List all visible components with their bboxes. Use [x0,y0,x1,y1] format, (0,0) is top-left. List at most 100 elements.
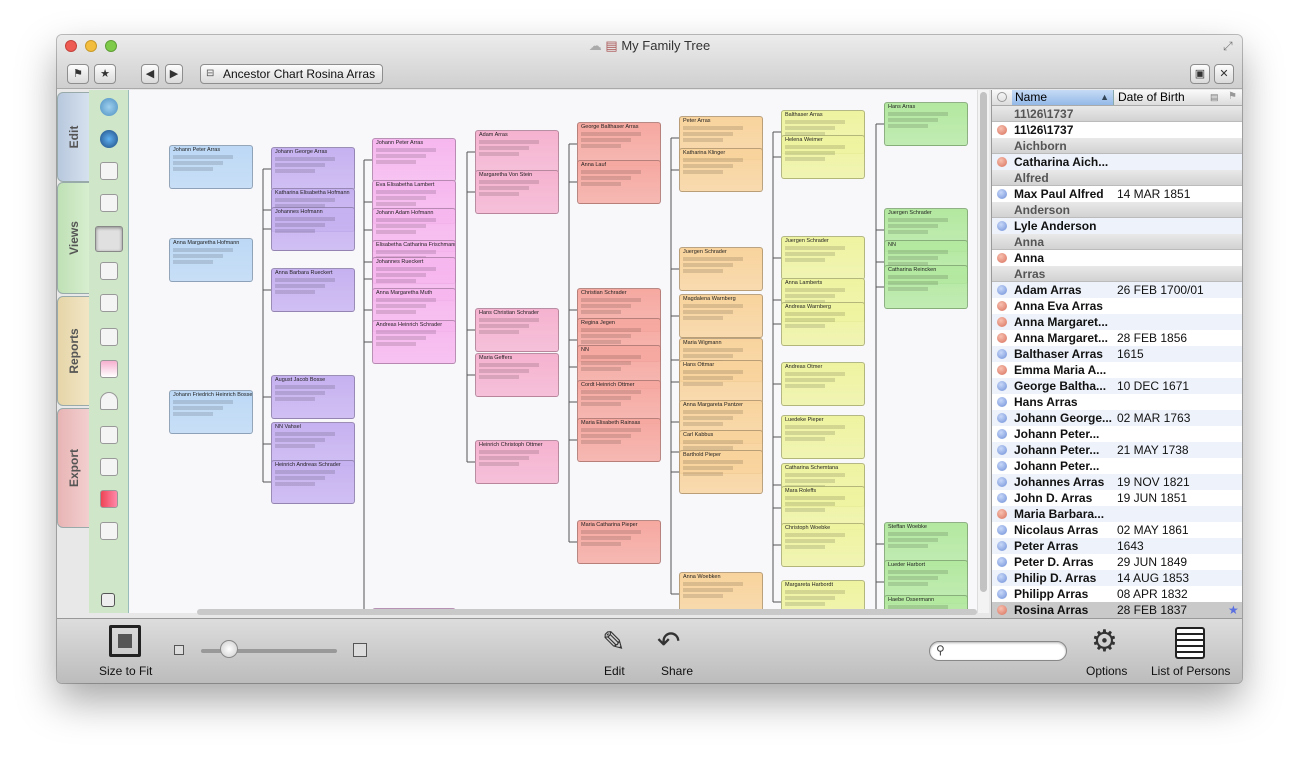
person-box[interactable]: Margareta Harbordt [781,580,865,613]
person-box[interactable]: Hans Ottmar [679,360,763,404]
list-item[interactable]: Maria Barbara... [992,506,1242,522]
ancestor-chart-icon[interactable] [95,226,123,252]
person-box[interactable]: Helena Weimer [781,135,865,179]
person-box[interactable]: Adam Arras [475,130,559,174]
list-item[interactable]: 11\26\1737 [992,122,1242,138]
play-icon[interactable] [101,593,115,607]
person-box[interactable]: Barthold Pieper [679,450,763,494]
person-box[interactable]: Johann George Arras [271,147,355,191]
size-to-fit-button[interactable] [109,625,141,657]
person-box[interactable]: Hans Christian Schrader [475,308,559,352]
person-box[interactable]: Johann Friedrich Heinrich Bosse [169,390,253,434]
close-window-button[interactable] [65,40,77,52]
person-box[interactable]: George Balthaser Arras [577,122,661,166]
family-view-icon[interactable] [100,194,118,212]
tab-views[interactable]: Views [57,182,91,294]
vertical-scrollbar[interactable] [977,90,989,613]
calendar-view-icon[interactable] [100,162,118,180]
sidebar-toggle-button[interactable]: ▣ [1190,64,1210,84]
horizontal-scroll-thumb[interactable] [197,609,977,615]
tab-reports[interactable]: Reports [57,296,91,406]
fullscreen-icon[interactable]: ⤢ [1223,39,1233,53]
close-sidebar-button[interactable]: ✕ [1214,64,1234,84]
tab-export[interactable]: Export [57,408,91,528]
person-box[interactable]: Anna Woebken [679,572,763,613]
zoom-slider-track[interactable] [201,649,337,653]
forward-button[interactable]: ▶ [165,64,183,84]
person-box[interactable]: Andreas Otmer [781,362,865,406]
column-options-icon[interactable]: ▤ [1210,92,1219,102]
person-box[interactable]: Andreas Warnberg [781,302,865,346]
list-item[interactable]: Emma Maria A... [992,362,1242,378]
person-box[interactable]: Maria Catharina Pieper [577,520,661,564]
export-pages-icon[interactable] [100,522,118,540]
person-box[interactable]: Heinrich Christoph Ottmer [475,440,559,484]
list-group-header[interactable]: 11\26\1737 [992,106,1242,122]
flag-button[interactable]: ⚑ [67,64,89,84]
list-item[interactable]: Anna Margaret...28 FEB 1856 [992,330,1242,346]
person-box[interactable]: Luedeke Pieper [781,415,865,459]
back-button[interactable]: ◀ [141,64,159,84]
breadcrumb[interactable]: ⊟ Ancestor Chart Rosina Arras [200,64,383,84]
name-column-header[interactable]: Name ▲ [1012,90,1114,105]
fan-chart-icon[interactable] [100,392,118,410]
zoom-in-icon[interactable] [353,643,367,657]
person-box[interactable]: Anna Margaretha Hofmann [169,238,253,282]
list-item[interactable]: Hans Arras [992,394,1242,410]
vertical-scroll-thumb[interactable] [980,92,987,592]
list-group-header[interactable]: Anna [992,234,1242,250]
person-box[interactable]: Catharina Reincken [884,265,968,309]
person-box[interactable]: Maria Elisabeth Rainsas [577,418,661,462]
zoom-slider-knob[interactable] [220,640,238,658]
list-group-header[interactable]: Anderson [992,202,1242,218]
person-box[interactable]: Katharina Klinger [679,148,763,192]
list-item[interactable]: Johann Peter...21 MAY 1738 [992,442,1242,458]
person-box[interactable]: Mara Roleffs [781,486,865,530]
person-box[interactable]: Anna Lauf [577,160,661,204]
list-item[interactable]: Johann Peter... [992,426,1242,442]
list-of-persons-button[interactable] [1175,627,1205,659]
export-list-icon[interactable] [100,458,118,476]
hourglass-chart-icon[interactable] [100,294,118,312]
share-button[interactable]: ↶ [657,625,693,659]
person-box[interactable]: Juergen Schrader [679,247,763,291]
export-book-icon[interactable] [100,490,118,508]
list-item[interactable]: Anna [992,250,1242,266]
person-box[interactable]: Juergen Schrader [781,236,865,280]
search-input[interactable]: ⚲ [929,641,1067,661]
list-item[interactable]: Johann George...02 MAR 1763 [992,410,1242,426]
person-box[interactable]: Johannes Hofmann [271,207,355,251]
person-box[interactable]: Hans Arras [884,102,968,146]
list-item[interactable]: Anna Margaret... [992,314,1242,330]
person-box[interactable]: Steffan Woebke [884,522,968,566]
favorite-button[interactable]: ★ [94,64,116,84]
person-box[interactable]: Andreas Heinrich Schrader [372,320,456,364]
globe-icon[interactable] [100,130,118,148]
list-item[interactable]: Johann Peter... [992,458,1242,474]
person-box[interactable]: Johann Peter Arras [169,145,253,189]
dob-column-header[interactable]: Date of Birth [1116,90,1185,105]
person-box[interactable]: Anna Barbara Rueckert [271,268,355,312]
edit-button[interactable]: ✎ [602,625,628,659]
zoom-out-icon[interactable] [174,645,184,655]
list-group-header[interactable]: Aichborn [992,138,1242,154]
person-box[interactable]: Margaretha Von Stein [475,170,559,214]
minimize-window-button[interactable] [85,40,97,52]
person-view-icon[interactable] [100,98,118,116]
person-box[interactable]: Magdalena Warnberg [679,294,763,338]
list-item[interactable]: George Baltha...10 DEC 1671 [992,378,1242,394]
zoom-window-button[interactable] [105,40,117,52]
export-chart-icon[interactable] [100,426,118,444]
list-group-header[interactable]: Arras [992,266,1242,282]
image-report-icon[interactable] [100,360,118,378]
person-box[interactable]: Johann Peter Arras [372,138,456,182]
list-group-header[interactable]: Alfred [992,170,1242,186]
